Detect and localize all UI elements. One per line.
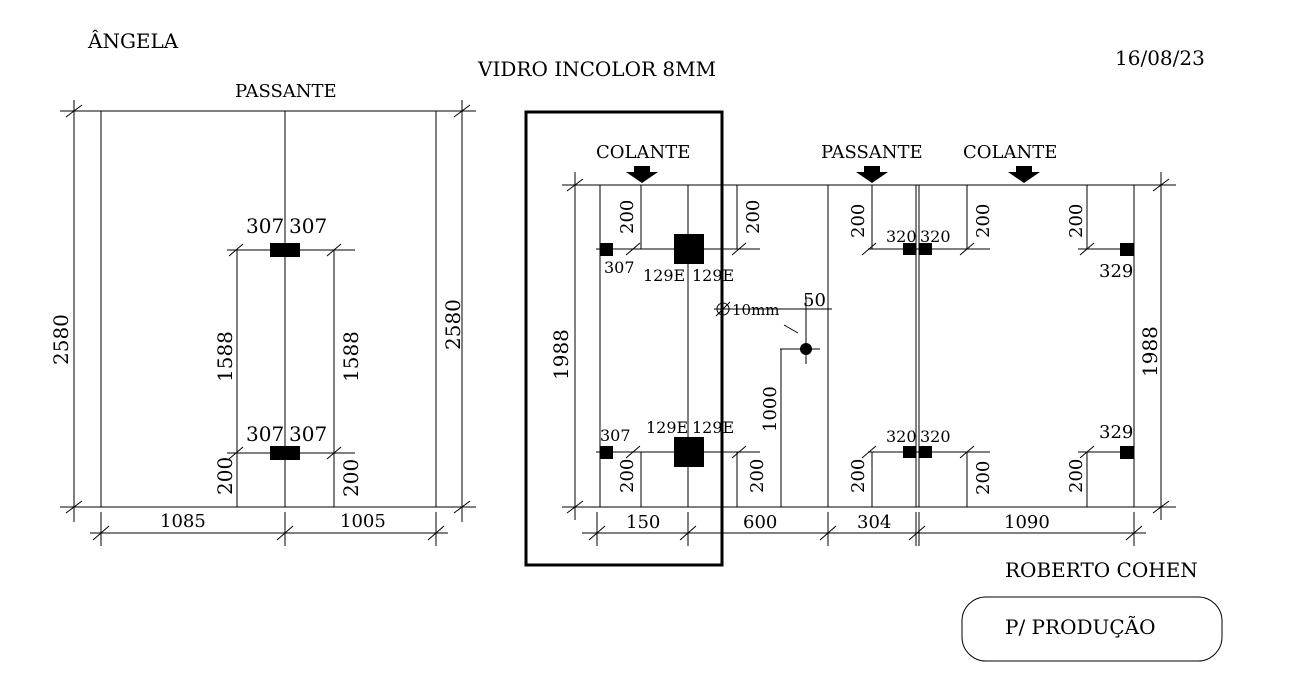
- hinge-top-a: 129E: [643, 266, 685, 285]
- clamp-top-b: 320: [920, 227, 951, 246]
- top-hinge: [674, 234, 704, 264]
- top-left-clip: [600, 243, 613, 256]
- bottom-clamp-b: [919, 446, 932, 458]
- right-width-2: 600: [743, 512, 777, 533]
- left-span-right: 1588: [339, 331, 363, 382]
- top-clamp-a: [903, 243, 916, 255]
- arrow-passante: [856, 166, 888, 183]
- left-span-left: 1588: [213, 331, 237, 382]
- left-panel-type-label: PASSANTE: [235, 81, 337, 102]
- hinge-top-b: 129E: [692, 266, 734, 285]
- left-glass-outline: [100, 110, 437, 508]
- label-colante-2: COLANTE: [963, 142, 1057, 163]
- top-clamp-b: [919, 243, 932, 255]
- hinge-bottom-a: 129E: [646, 418, 688, 437]
- bottom-offset-2: 200: [747, 459, 768, 493]
- right-top: 329: [1099, 261, 1133, 282]
- bottom-offset-3: 200: [848, 459, 869, 493]
- right-bottom: 329: [1099, 422, 1133, 443]
- arrow-colante-1: [626, 166, 658, 183]
- status-label: P/ PRODUÇÃO: [1005, 615, 1156, 639]
- hinge-bottom-b: 129E: [692, 418, 734, 437]
- right-width-4: 1090: [1004, 512, 1050, 533]
- left-top-handle: [270, 243, 300, 257]
- left-width-left: 1085: [160, 511, 206, 532]
- material-title: VIDRO INCOLOR 8MM: [477, 57, 716, 81]
- bottom-hinge: [674, 437, 704, 467]
- left-height-right: 2580: [441, 299, 465, 350]
- left-bottom-offset-left: 200: [213, 457, 237, 495]
- clamp-bottom-b: 320: [920, 427, 951, 446]
- arrow-colante-2: [1008, 166, 1040, 183]
- top-offset-4: 200: [973, 204, 994, 238]
- left-top-hole-right: 307: [289, 214, 327, 238]
- label-colante-1: COLANTE: [596, 142, 690, 163]
- drilled-hole: [800, 343, 812, 355]
- hinge-top-left: 307: [604, 258, 635, 277]
- left-bottom-hole-right: 307: [289, 422, 327, 446]
- bottom-right-clip: [1120, 446, 1134, 459]
- hole-diameter: 10mm: [732, 301, 780, 319]
- client-name: ÂNGELA: [87, 29, 179, 53]
- hole-diameter-symbol: [716, 302, 730, 316]
- left-top-hole-left: 307: [246, 214, 284, 238]
- left-bottom-handle: [270, 446, 300, 460]
- top-offset-3: 200: [848, 204, 869, 238]
- top-offset-5: 200: [1066, 204, 1087, 238]
- left-panel: PASSANTE 2580 2580 1085 1005 307 307: [49, 81, 476, 546]
- hinge-bottom-left: 307: [600, 426, 631, 445]
- right-width-1: 150: [626, 512, 660, 533]
- highlight-box: [524, 110, 724, 567]
- top-offset-1: 200: [617, 200, 638, 234]
- left-bottom-hole-left: 307: [246, 422, 284, 446]
- bottom-offset-1: 200: [617, 459, 638, 493]
- hole-height: 1000: [760, 386, 781, 432]
- right-glass-outline: [599, 184, 1135, 508]
- top-offset-2: 200: [743, 200, 764, 234]
- bottom-clamp-a: [903, 446, 916, 458]
- right-height-right: 1988: [1138, 326, 1162, 377]
- bottom-offset-4: 200: [973, 461, 994, 495]
- clamp-bottom-a: 320: [886, 427, 917, 446]
- hole-offset: 50: [803, 290, 826, 311]
- label-passante: PASSANTE: [821, 142, 923, 163]
- bottom-left-clip: [600, 446, 613, 459]
- top-right-clip: [1120, 243, 1134, 256]
- left-bottom-offset-right: 200: [339, 459, 363, 497]
- bottom-offset-5: 200: [1066, 459, 1087, 493]
- left-width-right: 1005: [340, 511, 386, 532]
- left-height-left: 2580: [49, 314, 73, 365]
- clamp-top-a: 320: [886, 227, 917, 246]
- right-panel: COLANTE PASSANTE COLANTE 1988 1988: [524, 110, 1176, 567]
- date: 16/08/23: [1115, 46, 1205, 70]
- customer-name: ROBERTO COHEN: [1005, 558, 1198, 582]
- right-width-3: 304: [857, 512, 891, 533]
- right-height-left: 1988: [549, 329, 573, 380]
- status-box: [961, 596, 1223, 662]
